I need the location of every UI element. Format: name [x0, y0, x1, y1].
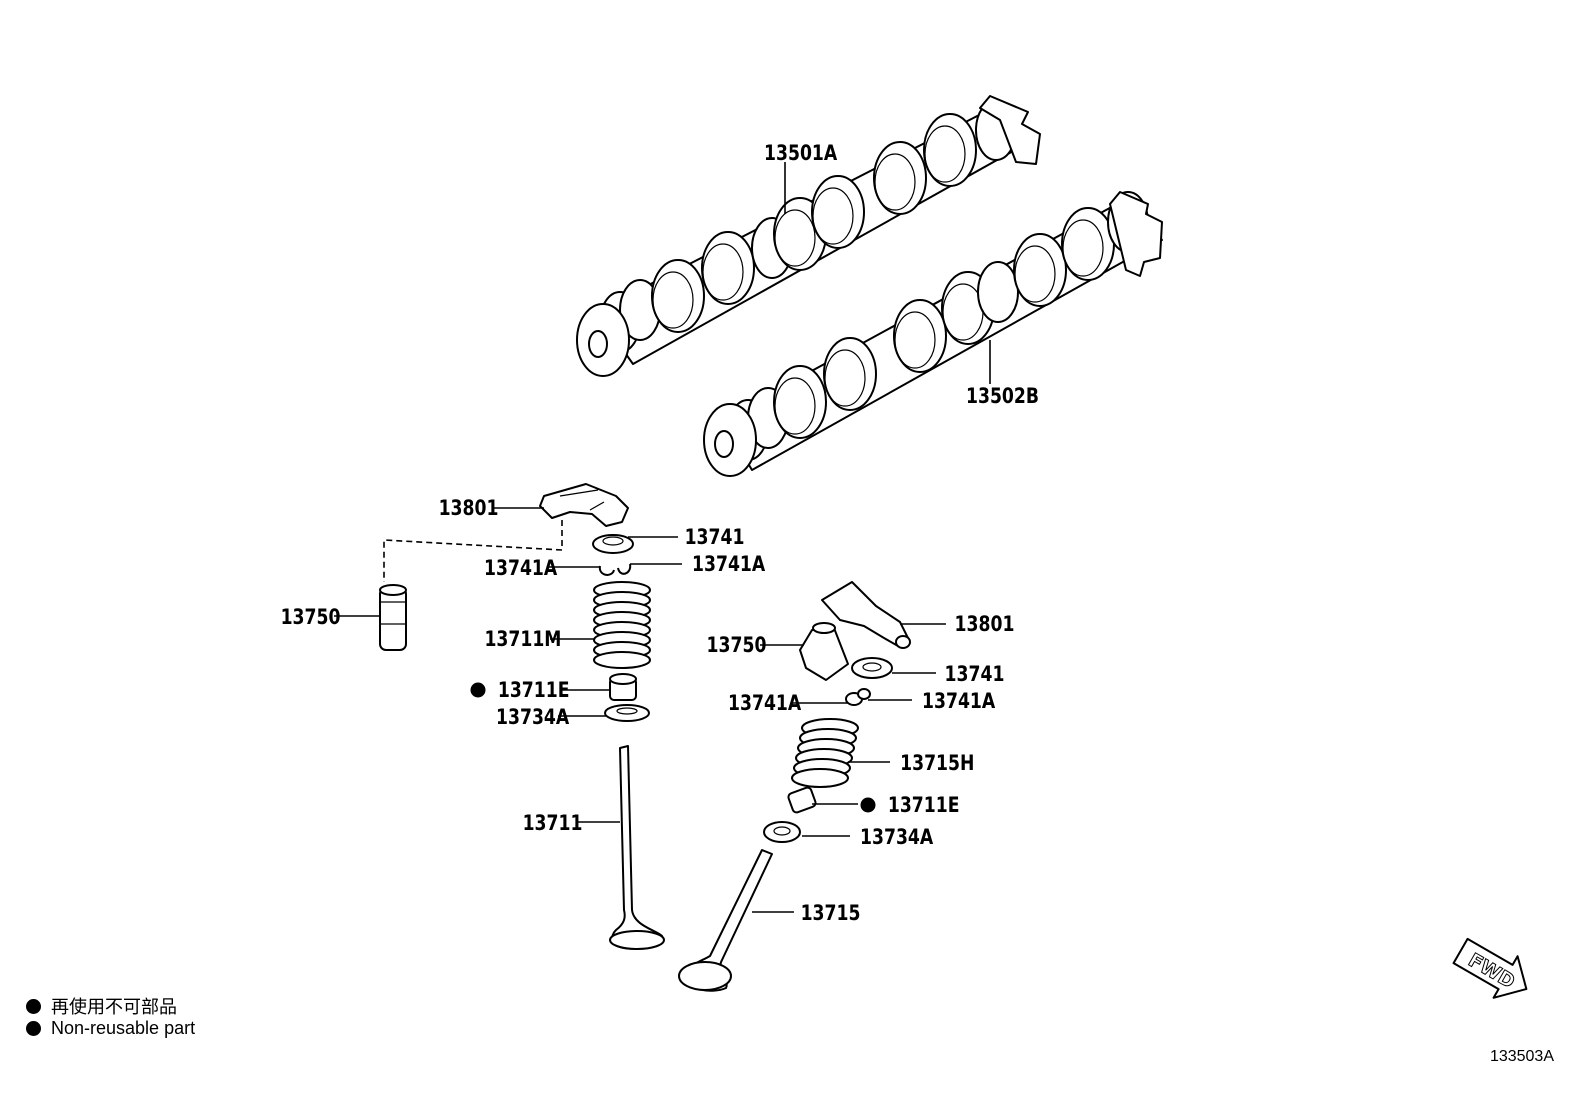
- label-camshaft-exhaust: 13502B: [966, 383, 1039, 408]
- legend-line-japanese: 再使用不可部品: [26, 993, 177, 1019]
- camshaft-intake: [576, 95, 1041, 377]
- spring-seat-right: [763, 821, 801, 843]
- fwd-arrow-icon: FWD: [1452, 937, 1528, 999]
- keepers-right: [845, 688, 871, 706]
- label-camshaft-intake: 13501A: [764, 140, 837, 165]
- valve-exhaust: [678, 849, 773, 992]
- label-valve-exhaust: 13715: [801, 900, 861, 925]
- label-spring-seat-left: 13734A: [496, 704, 569, 729]
- legend-text-japanese: 再使用不可部品: [51, 997, 177, 1017]
- label-retainer-right: 13741: [945, 661, 1005, 686]
- leader-lines: [334, 162, 991, 913]
- label-lash-adjuster-right: 13750: [707, 632, 767, 657]
- label-stem-seal-left: 13711E: [498, 677, 570, 702]
- label-lash-adjuster-left: 13750: [281, 604, 341, 629]
- label-keeper-left-a: 13741A: [484, 555, 557, 580]
- figure-id: 133503A: [1489, 1048, 1554, 1065]
- keepers-left: [598, 563, 632, 576]
- label-keeper-right-a: 13741A: [728, 690, 801, 715]
- retainer-right: [851, 657, 893, 679]
- label-spring-seat-right: 13734A: [860, 824, 933, 849]
- stem-seal-right: [787, 786, 817, 814]
- spring-seat-left: [604, 704, 650, 722]
- retainer-left: [592, 534, 634, 554]
- camshaft-exhaust: [703, 191, 1163, 477]
- label-rocker-arm-left: 13801: [439, 495, 499, 520]
- label-rocker-arm-right: 13801: [955, 611, 1015, 636]
- non-reusable-marker: [470, 682, 486, 698]
- legend-line-english: Non-reusable part: [26, 1018, 195, 1039]
- non-reusable-marker: [860, 797, 876, 813]
- rocker-arm-left: [539, 483, 629, 527]
- valve-spring-left: [593, 581, 651, 669]
- valve-spring-right: [791, 718, 859, 788]
- legend-text-english: Non-reusable part: [51, 1018, 196, 1038]
- label-keeper-right-b: 13741A: [922, 688, 995, 713]
- label-stem-seal-right: 13711E: [888, 792, 960, 817]
- label-keeper-left-b: 13741A: [692, 551, 765, 576]
- label-retainer-left: 13741: [685, 524, 745, 549]
- valve-intake: [609, 745, 665, 950]
- label-spring-right: 13715H: [900, 750, 974, 775]
- rocker-arm-right: [821, 581, 911, 649]
- lash-adjuster-left: [379, 584, 407, 651]
- stem-seal-left: [609, 673, 637, 701]
- non-reusable-dot-icon: [26, 998, 41, 1014]
- non-reusable-dot-icon: [26, 1021, 41, 1036]
- lash-adjuster-right: [799, 622, 849, 681]
- label-spring-left: 13711M: [484, 626, 561, 651]
- label-valve-intake: 13711: [523, 810, 583, 835]
